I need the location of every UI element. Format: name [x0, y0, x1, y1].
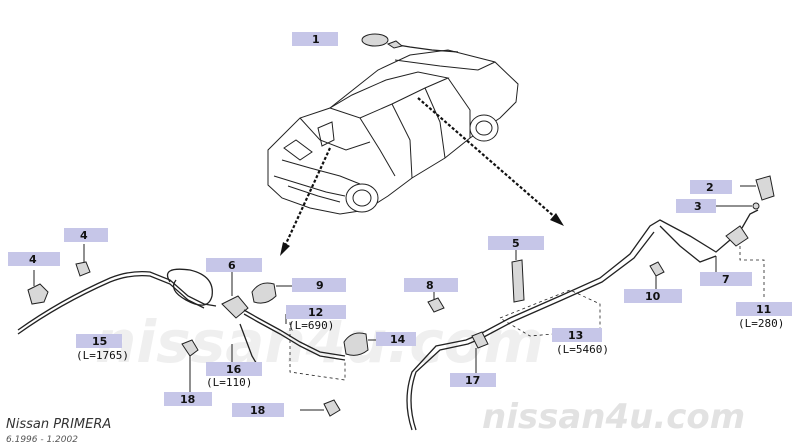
callout-18-lower: 18: [232, 403, 284, 417]
arrow-front: [280, 147, 331, 256]
rear-wiper-base: [386, 40, 404, 49]
callout-7: 7: [700, 272, 752, 286]
bracket-5: [511, 259, 525, 303]
callout-10: 10: [624, 289, 682, 303]
length-16: (L=110): [206, 376, 252, 389]
callout-13: 13: [552, 328, 602, 342]
callout-2: 2: [690, 180, 732, 194]
hose-coil: [166, 268, 213, 306]
callout-4-left: 4: [8, 252, 60, 266]
svg-text:1: 1: [312, 33, 320, 46]
svg-text:18: 18: [250, 404, 265, 417]
length-15: (L=1765): [76, 349, 129, 362]
svg-text:3: 3: [694, 200, 702, 213]
svg-text:12: 12: [308, 306, 323, 319]
length-11: (L=280): [738, 317, 784, 330]
callout-6: 6: [206, 258, 262, 272]
callout-18-upper: 18: [164, 392, 212, 406]
svg-text:14: 14: [390, 333, 406, 346]
nozzle-2: [755, 175, 775, 201]
svg-text:4: 4: [29, 253, 37, 266]
connector-6: [221, 295, 249, 319]
footer-model: Nissan PRIMERA: [6, 417, 111, 432]
clip-18-upper: [181, 339, 199, 357]
svg-text:4: 4: [80, 229, 88, 242]
svg-text:13: 13: [568, 329, 583, 342]
clip-10: [649, 261, 665, 277]
rear-wiper-arm: [391, 43, 459, 53]
callout-16: 16: [206, 362, 262, 376]
svg-text:11: 11: [756, 303, 771, 316]
svg-text:16: 16: [226, 363, 242, 376]
length-13: (L=5460): [556, 343, 609, 356]
joint-7: [725, 225, 749, 247]
svg-text:17: 17: [465, 374, 480, 387]
arrow-rear: [417, 97, 564, 226]
part-1-cap: [361, 33, 389, 47]
callout-1: 1: [292, 32, 338, 46]
hose-13: [406, 219, 743, 431]
svg-text:9: 9: [316, 279, 324, 292]
footer-date-range: 6.1996 - 1.2002: [6, 435, 78, 445]
car-illustration: [267, 49, 519, 215]
washer-3: [752, 202, 760, 210]
svg-text:6: 6: [228, 259, 236, 272]
clip-8: [427, 297, 445, 313]
watermark-center: nissan4u.com: [95, 308, 544, 376]
callout-17: 17: [450, 373, 496, 387]
callout-5: 5: [488, 236, 544, 250]
clip-18-lower: [323, 399, 341, 417]
svg-text:8: 8: [426, 279, 434, 292]
clip-4-right: [75, 261, 91, 277]
hose-16: [239, 323, 259, 367]
svg-text:7: 7: [722, 273, 730, 286]
callout-3: 3: [676, 199, 716, 213]
nozzle-9: [251, 282, 277, 304]
callout-8: 8: [404, 278, 458, 292]
callout-12: 12: [286, 305, 346, 319]
callout-15: 15: [76, 334, 122, 348]
svg-text:10: 10: [645, 290, 661, 303]
clip-4-left: [27, 283, 49, 305]
svg-text:18: 18: [180, 393, 195, 406]
hose-15: [17, 270, 217, 331]
svg-text:5: 5: [512, 237, 520, 250]
callout-11: 11: [736, 302, 792, 316]
watermark-corner: nissan4u.com: [482, 397, 745, 437]
callout-14: 14: [376, 332, 416, 346]
connector-17: [471, 331, 489, 349]
length-12: (L=690): [288, 319, 334, 332]
nozzle-14: [343, 332, 369, 356]
svg-text:15: 15: [92, 335, 107, 348]
svg-text:2: 2: [706, 181, 714, 194]
callout-9: 9: [292, 278, 346, 292]
callout-4-right: 4: [64, 228, 108, 242]
